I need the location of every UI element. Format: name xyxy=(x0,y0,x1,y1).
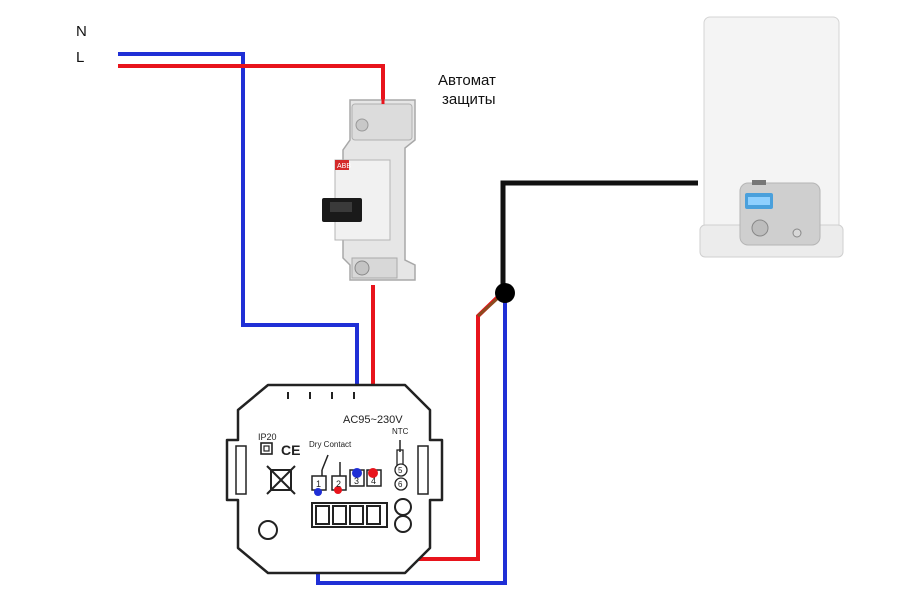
terminal-1-label: 1 xyxy=(316,479,321,489)
terminal-3-label: 3 xyxy=(354,476,359,486)
neutral-wire-supply xyxy=(118,52,359,478)
gas-boiler xyxy=(699,16,844,258)
breaker-brand-label: ABB xyxy=(337,163,351,170)
line-wire-supply xyxy=(118,64,385,100)
circuit-breaker: ABB xyxy=(322,90,416,281)
terminal-3-wire-end xyxy=(352,468,362,478)
neutral-label: N xyxy=(76,23,87,40)
terminal-4-wire-end xyxy=(368,468,378,478)
terminal-1-wire-end xyxy=(314,488,322,496)
terminal-6-label: 6 xyxy=(398,480,403,489)
cable-sheath-stub xyxy=(476,296,500,318)
breaker-title-line-2: защиты xyxy=(442,91,496,108)
thermostat-back xyxy=(225,383,444,575)
ntc-label: NTC xyxy=(392,427,409,436)
double-insulation-icon xyxy=(260,442,273,455)
terminal-2-wire-end xyxy=(334,486,342,494)
voltage-label: AC95~230V xyxy=(343,414,403,426)
mounting-hole xyxy=(258,520,278,540)
ce-mark-label: CE xyxy=(281,442,300,458)
weee-bin-icon xyxy=(266,465,296,495)
dry-contact-label: Dry Contact xyxy=(309,440,352,449)
terminal-block xyxy=(311,502,388,528)
line-label: L xyxy=(76,49,84,66)
terminal-2-label: 2 xyxy=(336,479,341,489)
ip-rating-label: IP20 xyxy=(258,432,277,442)
terminal-5-label: 5 xyxy=(398,466,403,475)
terminal-4-label: 4 xyxy=(371,476,376,486)
cable-junction xyxy=(495,283,515,303)
boiler-cable xyxy=(500,180,698,292)
breaker-title-line-1: Автомат xyxy=(438,72,496,89)
